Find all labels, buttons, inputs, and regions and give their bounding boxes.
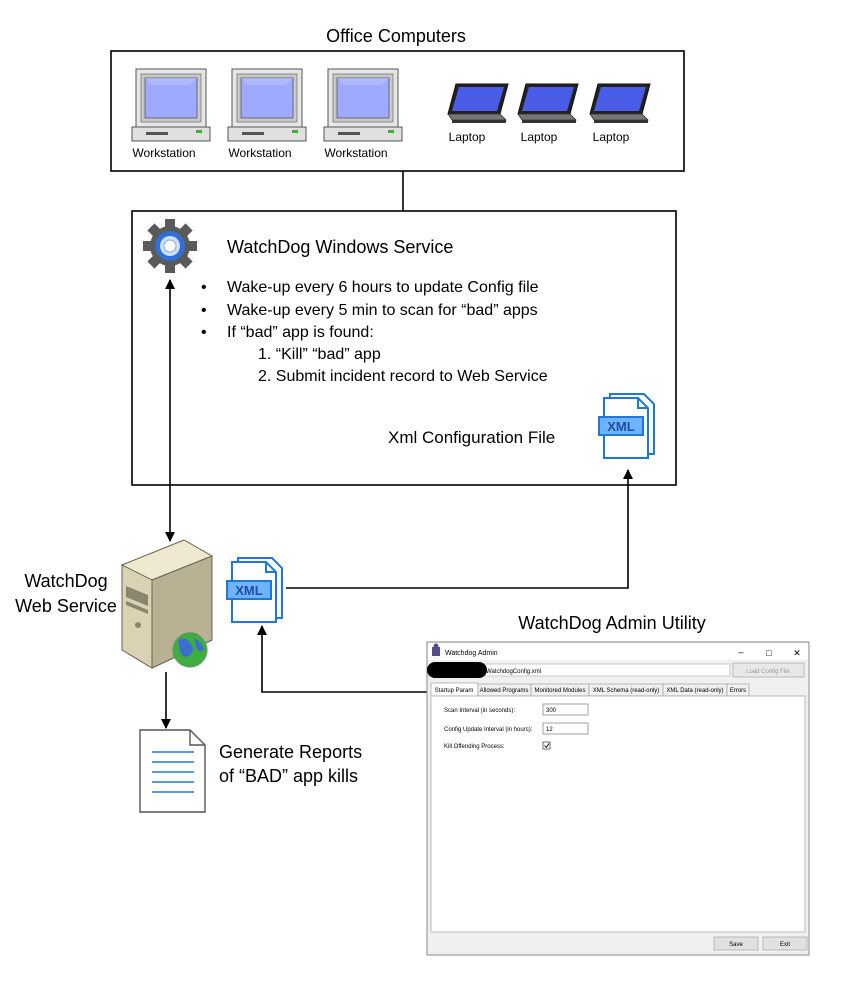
- watchdog-service-box: [131, 210, 677, 486]
- reports-label-line1: Generate Reports: [219, 742, 362, 762]
- config-update-value: 12: [546, 727, 553, 733]
- xml-icon-text: XML: [235, 583, 263, 598]
- laptop-icon: [447, 83, 509, 124]
- close-button[interactable]: ✕: [793, 648, 801, 658]
- exit-button[interactable]: [762, 936, 808, 951]
- laptop-label: Laptop: [449, 130, 486, 144]
- laptop-3: Laptop: [589, 83, 651, 144]
- laptop-label: Laptop: [521, 130, 558, 144]
- exit-button-label: Exit: [780, 942, 790, 948]
- admin-to-xml-arrow: [257, 625, 427, 693]
- workstation-icon: [323, 68, 403, 142]
- workstation-label: Workstation: [132, 146, 195, 160]
- web-service-label-line2: Web Service: [15, 596, 117, 616]
- admin-title-bar[interactable]: [428, 643, 808, 660]
- bullet-dot: •: [201, 279, 207, 296]
- workstation-icon: [131, 68, 211, 142]
- admin-utility-caption: WatchDog Admin Utility: [518, 613, 705, 633]
- bullet-dot: •: [201, 302, 207, 319]
- bullet-dot: •: [201, 324, 207, 341]
- laptop-icon: [517, 83, 579, 124]
- report-document-icon: [139, 729, 206, 813]
- xml-config-file-icon: XML: [597, 393, 655, 459]
- admin-tabs: Startup Param Allowed Programs Monitored…: [430, 682, 750, 697]
- step-item: 1. “Kill” “bad” app: [258, 346, 381, 363]
- save-button-label: Save: [729, 942, 743, 948]
- maximize-button[interactable]: □: [766, 648, 772, 658]
- workstation-label: Workstation: [324, 146, 387, 160]
- tab-label: Allowed Programs: [480, 688, 529, 694]
- xml-icon-text: XML: [607, 419, 635, 434]
- config-update-label: Config Update Interval (in hours):: [444, 727, 533, 733]
- bullet-item: If “bad” app is found:: [227, 324, 374, 341]
- load-config-button-label: Load Config File: [746, 669, 790, 675]
- globe-icon: [172, 632, 208, 668]
- scan-interval-input[interactable]: [542, 703, 589, 716]
- admin-window-title: Watchdog Admin: [445, 650, 498, 657]
- admin-window: Watchdog Admin – □ ✕ WatchdogConfig.xml …: [426, 641, 810, 956]
- gear-icon: [143, 219, 197, 273]
- laptop-label: Laptop: [593, 130, 630, 144]
- kill-process-label: Kill Offending Process:: [444, 744, 505, 750]
- save-button[interactable]: [713, 936, 759, 951]
- file-path-text: WatchdogConfig.xml: [486, 669, 541, 675]
- bullet-item: Wake-up every 5 min to scan for “bad” ap…: [227, 302, 538, 319]
- workstation-3: Workstation: [323, 68, 403, 160]
- service-title: WatchDog Windows Service: [227, 237, 453, 257]
- xml-config-label: Xml Configuration File: [388, 428, 555, 447]
- workstation-icon: [227, 68, 307, 142]
- laptop-1: Laptop: [447, 83, 509, 144]
- tab-label: XML Data (read-only): [666, 688, 723, 694]
- office-computers-title: Office Computers: [326, 26, 466, 46]
- workstation-label: Workstation: [228, 146, 291, 160]
- workstation-1: Workstation: [131, 68, 211, 160]
- laptop-2: Laptop: [517, 83, 579, 144]
- tab-label: Monitored Modules: [534, 688, 585, 694]
- redacted-path: [427, 662, 487, 678]
- reports-label-line2: of “BAD” app kills: [219, 766, 358, 786]
- web-service-xml-icon: XML: [225, 557, 283, 623]
- bullet-item: Wake-up every 6 hours to update Config f…: [227, 279, 539, 296]
- minimize-button[interactable]: –: [738, 647, 743, 657]
- config-update-input[interactable]: [542, 722, 589, 735]
- scan-interval-label: Scan Interval (in seconds):: [444, 708, 515, 714]
- web-service-label-line1: WatchDog: [24, 571, 107, 591]
- tab-label: Errors: [730, 688, 746, 694]
- laptop-icon: [589, 83, 651, 124]
- tab-panel: [430, 695, 806, 933]
- scan-interval-value: 300: [546, 708, 557, 714]
- tab-label: Startup Param: [435, 688, 474, 694]
- step-item: 2. Submit incident record to Web Service: [258, 368, 548, 385]
- load-config-button[interactable]: [732, 662, 805, 678]
- app-icon: [432, 643, 440, 656]
- kill-process-checkbox[interactable]: [542, 741, 551, 750]
- tab-label: XML Schema (read-only): [593, 688, 659, 694]
- workstation-2: Workstation: [227, 68, 307, 160]
- checkmark-icon: [544, 743, 550, 749]
- service-bullets: • Wake-up every 6 hours to update Config…: [201, 279, 548, 385]
- xml-to-config-arrow: [286, 469, 633, 589]
